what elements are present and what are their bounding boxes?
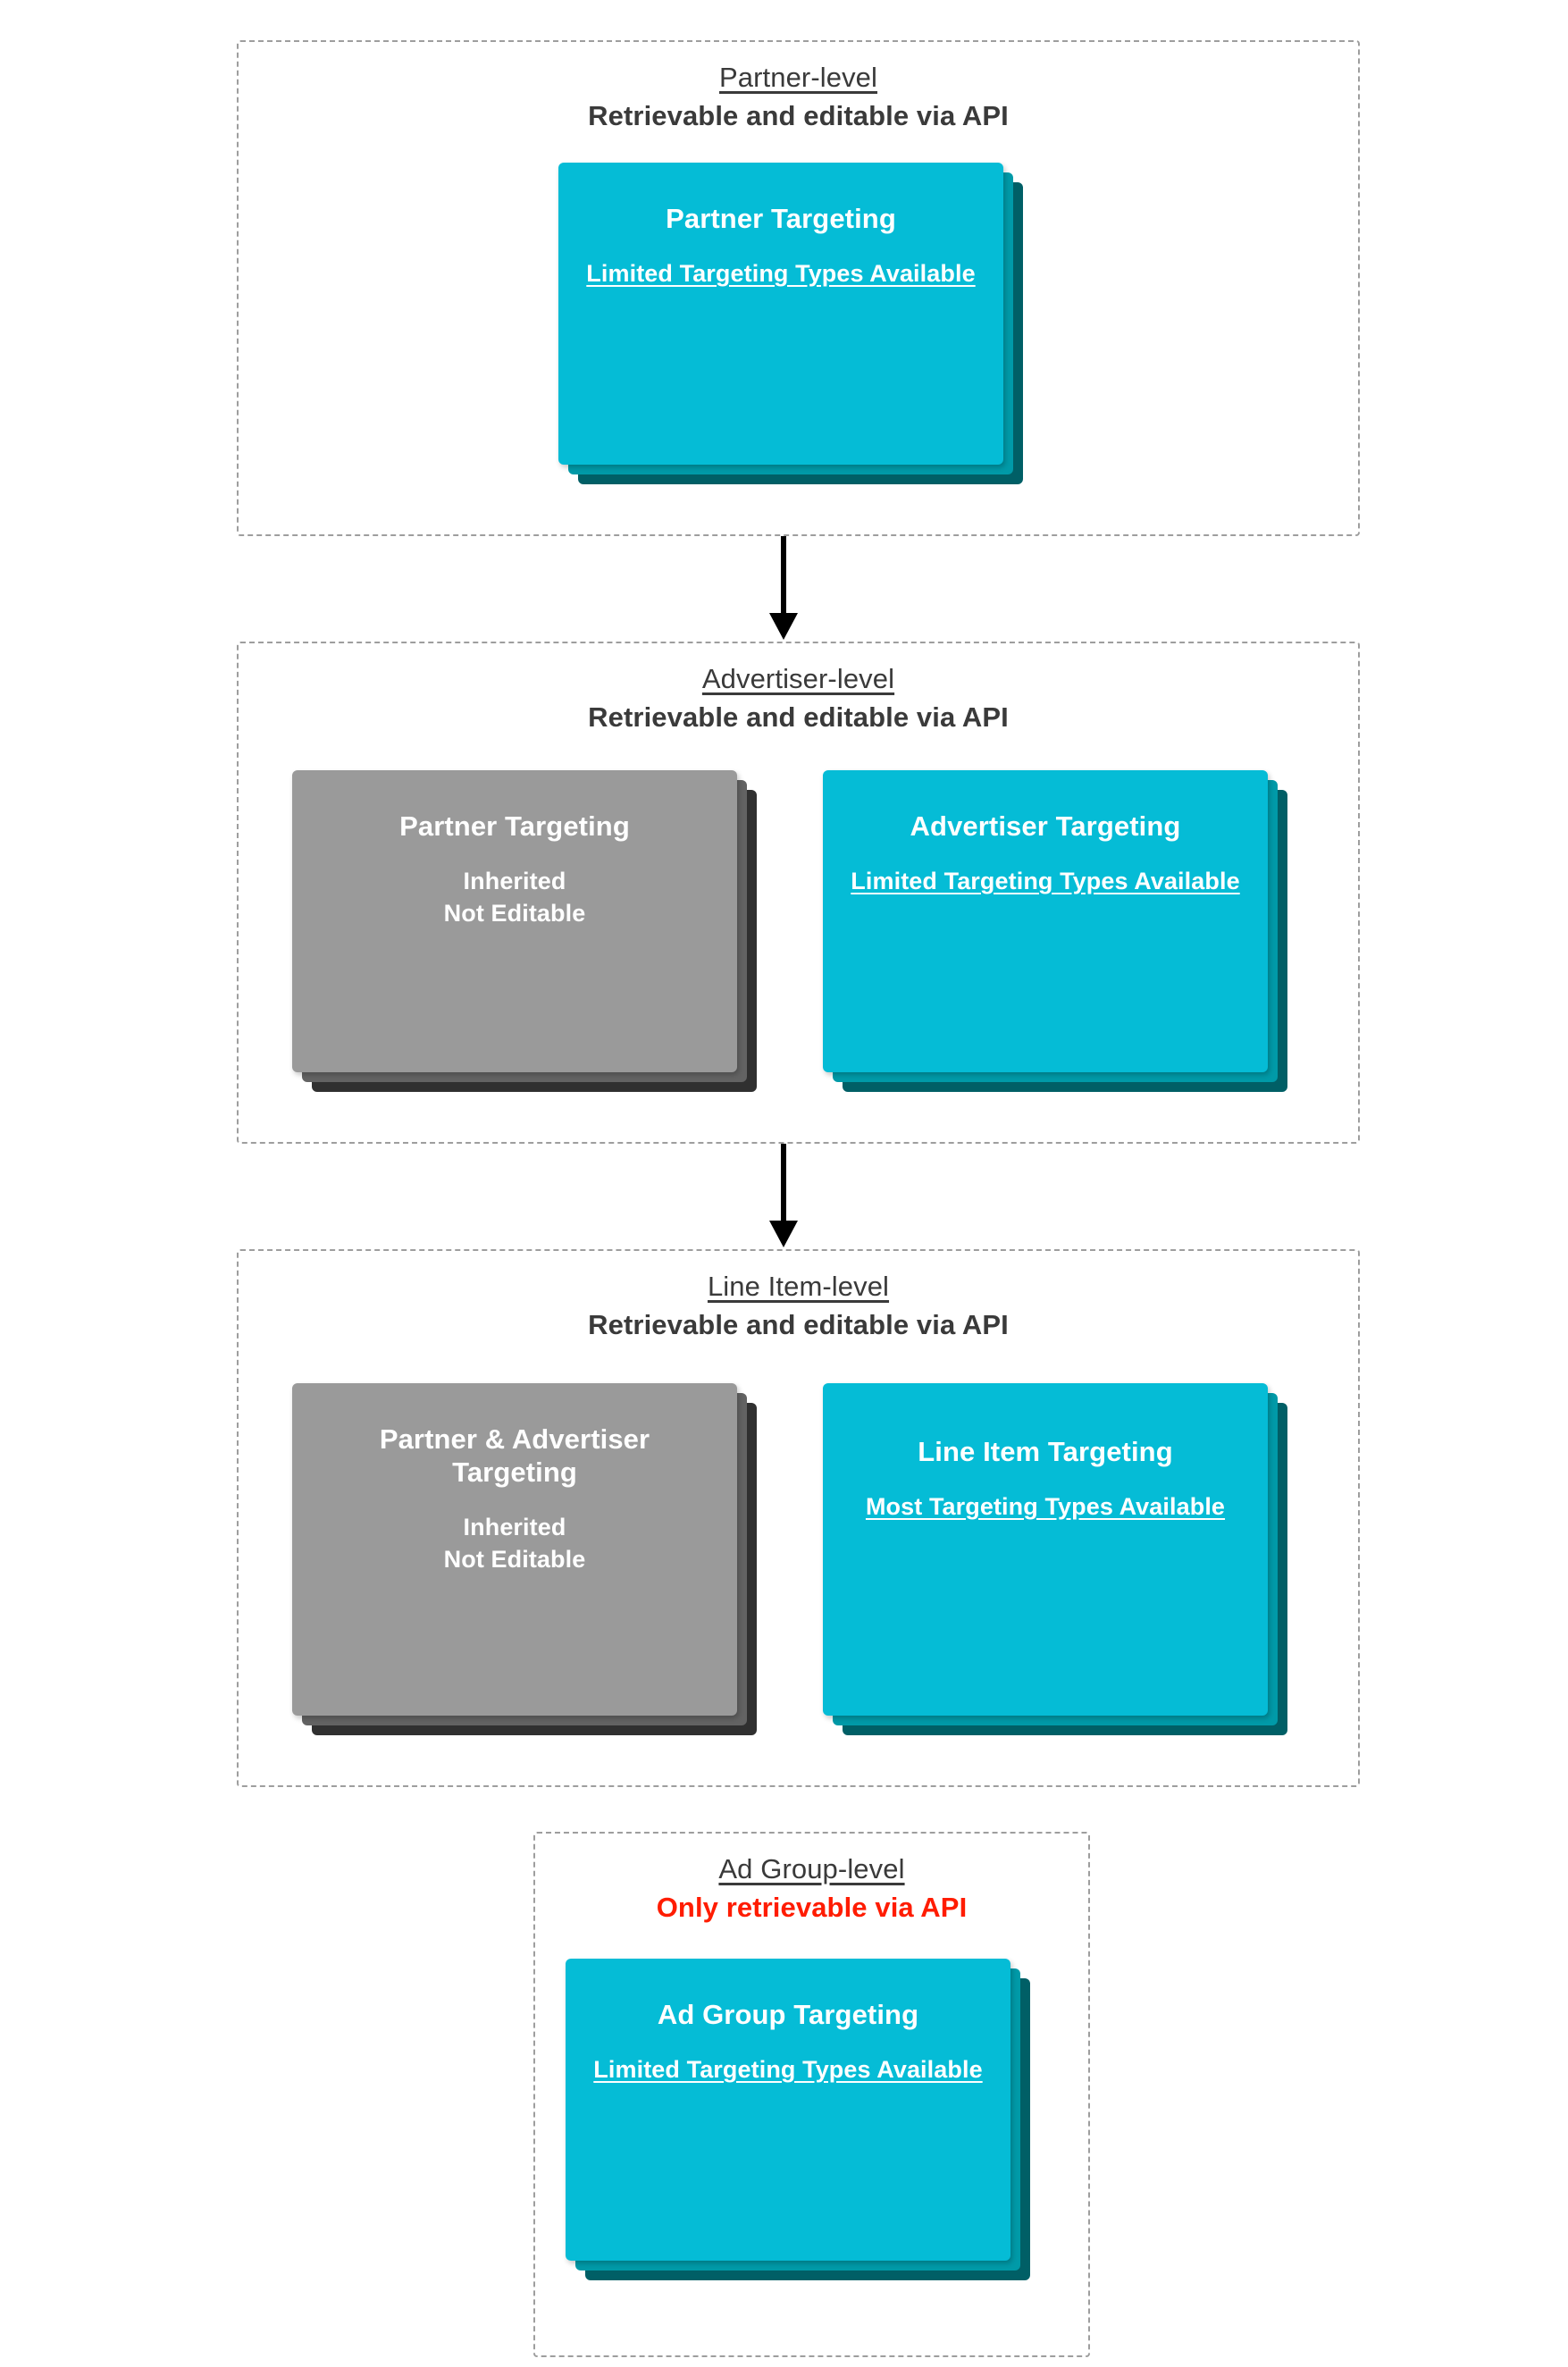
card-layer-front[interactable]: Partner Targeting Limited Targeting Type… — [558, 163, 1003, 465]
card-note: Inherited Not Editable — [443, 868, 586, 927]
card-stack-ad-group-targeting[interactable]: Ad Group Targeting Limited Targeting Typ… — [566, 1959, 1030, 2280]
level-title-ad-group: Ad Group-level — [718, 1853, 905, 1884]
level-container-line-item: Line Item-level Retrievable and editable… — [237, 1249, 1360, 1787]
arrow-advertiser-to-line-item — [766, 1144, 801, 1249]
card-stack-partner-targeting[interactable]: Partner Targeting Limited Targeting Type… — [558, 163, 1023, 484]
card-note: Limited Targeting Types Available — [593, 2056, 983, 2084]
level-header-partner: Partner-level Retrievable and editable v… — [239, 62, 1358, 132]
card-stack-partner-advertiser-targeting-inherited[interactable]: Partner & Advertiser Targeting Inherited… — [292, 1383, 757, 1735]
card-layer-front[interactable]: Line Item Targeting Most Targeting Types… — [823, 1383, 1268, 1716]
card-note: Most Targeting Types Available — [865, 1493, 1226, 1521]
level-header-advertiser: Advertiser-level Retrievable and editabl… — [239, 663, 1358, 734]
card-layer-front[interactable]: Ad Group Targeting Limited Targeting Typ… — [566, 1959, 1010, 2261]
level-subtitle-partner: Retrievable and editable via API — [588, 99, 1009, 131]
level-container-advertiser: Advertiser-level Retrievable and editabl… — [237, 642, 1360, 1144]
level-title-advertiser: Advertiser-level — [701, 663, 895, 694]
level-subtitle-advertiser: Retrievable and editable via API — [588, 701, 1009, 733]
card-title: Partner Targeting — [666, 203, 896, 234]
card-title: Ad Group Targeting — [657, 1999, 919, 2030]
card-title: Partner & Advertiser Targeting — [379, 1423, 650, 1489]
card-note: Limited Targeting Types Available — [586, 260, 976, 288]
card-note: Limited Targeting Types Available — [851, 868, 1240, 895]
card-layer-front[interactable]: Advertiser Targeting Limited Targeting T… — [823, 770, 1268, 1072]
level-container-partner: Partner-level Retrievable and editable v… — [237, 40, 1360, 536]
card-stack-line-item-targeting[interactable]: Line Item Targeting Most Targeting Types… — [823, 1383, 1287, 1735]
card-note: Inherited Not Editable — [443, 1514, 586, 1573]
level-header-line-item: Line Item-level Retrievable and editable… — [239, 1271, 1358, 1341]
level-header-ad-group: Ad Group-level Only retrievable via API — [535, 1853, 1088, 1924]
card-title: Partner Targeting — [399, 810, 630, 842]
level-subtitle-ad-group: Only retrievable via API — [656, 1891, 968, 1923]
level-title-partner: Partner-level — [718, 62, 878, 93]
card-title: Advertiser Targeting — [910, 810, 1181, 842]
card-stack-advertiser-targeting[interactable]: Advertiser Targeting Limited Targeting T… — [823, 770, 1287, 1092]
arrow-partner-to-advertiser — [766, 536, 801, 642]
card-layer-front[interactable]: Partner Targeting Inherited Not Editable — [292, 770, 737, 1072]
card-title: Line Item Targeting — [918, 1436, 1173, 1467]
level-title-line-item: Line Item-level — [707, 1271, 890, 1302]
card-stack-partner-targeting-inherited[interactable]: Partner Targeting Inherited Not Editable — [292, 770, 757, 1092]
card-layer-front[interactable]: Partner & Advertiser Targeting Inherited… — [292, 1383, 737, 1716]
level-container-ad-group: Ad Group-level Only retrievable via API … — [533, 1832, 1090, 2357]
level-subtitle-line-item: Retrievable and editable via API — [588, 1308, 1009, 1340]
